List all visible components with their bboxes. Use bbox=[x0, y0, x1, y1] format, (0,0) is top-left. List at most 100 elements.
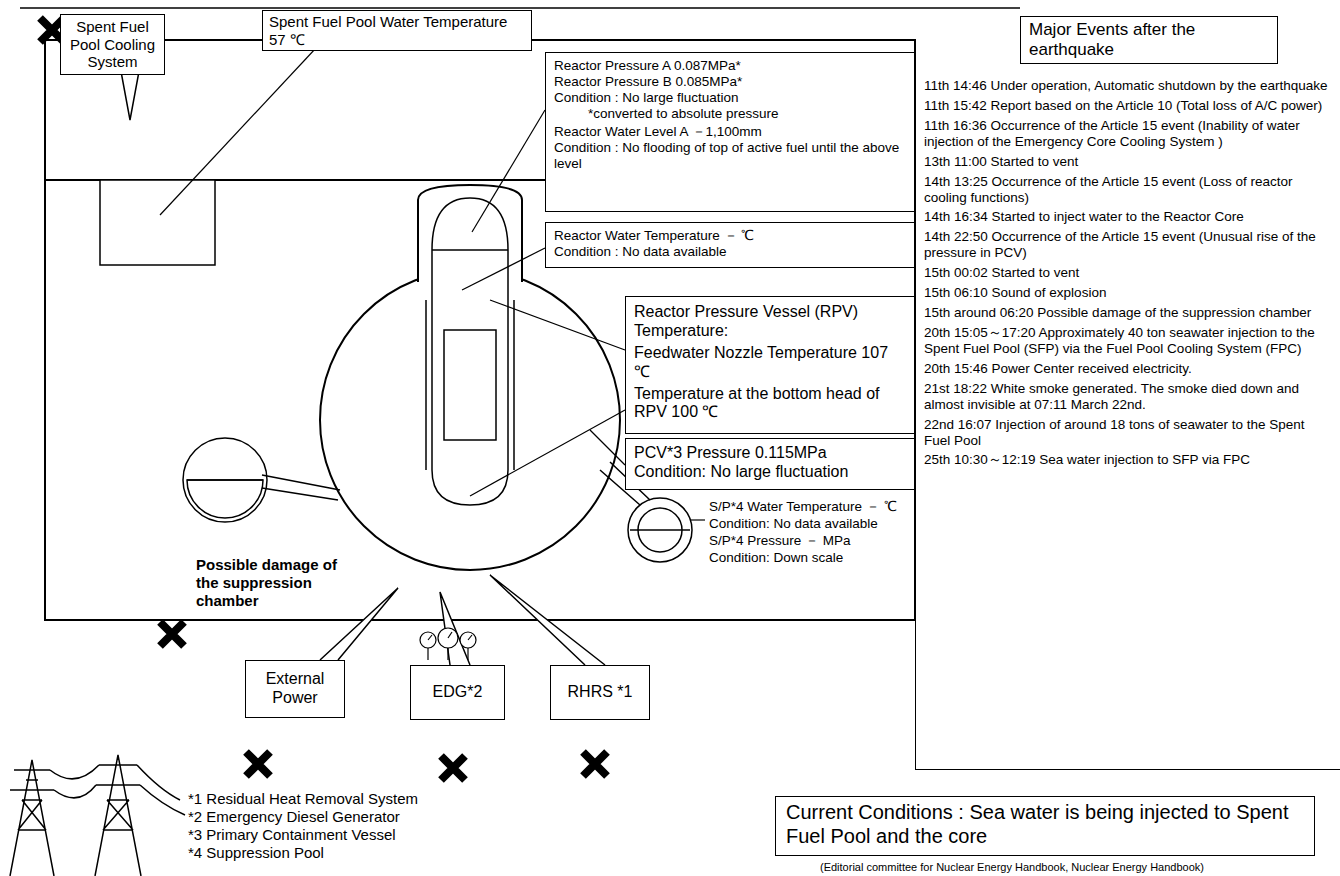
gauge-icon bbox=[468, 635, 472, 640]
box-text: 14th 13:25 Occurrence of the Article 15 … bbox=[924, 174, 1330, 206]
leader-line bbox=[590, 430, 625, 465]
callout-pointer bbox=[490, 575, 605, 665]
box-text: 25th 10:30～12:19 Sea water injection to … bbox=[924, 452, 1330, 468]
callout-pointer bbox=[120, 66, 605, 665]
box-text: 14th 22:50 Occurrence of the Article 15 … bbox=[924, 229, 1330, 261]
box-text: 15th around 06:20 Possible damage of the… bbox=[924, 305, 1330, 321]
box-text: Temperature at the bottom head of RPV 10… bbox=[634, 385, 906, 423]
failure-cross bbox=[583, 752, 607, 776]
box-text: 15th 06:10 Sound of explosion bbox=[924, 285, 1330, 301]
reactor-pressure-vessel bbox=[513, 300, 515, 470]
gauge-icon bbox=[460, 632, 476, 648]
suppression-chamber bbox=[630, 529, 690, 531]
suppression-chamber bbox=[628, 498, 692, 562]
callout-bubble: External Power bbox=[245, 660, 345, 718]
gauge-icon bbox=[447, 648, 448, 660]
box-text: Condition: Down scale bbox=[709, 550, 909, 566]
box-text: EDG*2 bbox=[417, 683, 498, 702]
box-text: Reactor Pressure A 0.087MPa* bbox=[554, 58, 906, 74]
event-list: 11th 14:46 Under operation, Automatic sh… bbox=[915, 58, 1340, 770]
box-text: Spent Fuel Pool Water Temperature 57 ℃ bbox=[269, 13, 525, 48]
gauge-icon bbox=[467, 648, 468, 660]
callout-bubble: RHRS *1 bbox=[550, 665, 650, 720]
gauge-icon bbox=[420, 632, 436, 648]
box-text: Reactor Pressure B 0.085MPa* bbox=[554, 74, 906, 90]
leader-line bbox=[472, 110, 545, 232]
box-text: Condition : No large fluctuation bbox=[554, 90, 906, 106]
citation: (Editorial committee for Nuclear Energy … bbox=[820, 861, 1320, 874]
box-text: Condition : No flooding of top of active… bbox=[554, 140, 906, 172]
transmission-tower bbox=[50, 765, 185, 815]
frame-line bbox=[20, 7, 1020, 9]
damage-note: Possible damage of the suppression chamb… bbox=[196, 556, 356, 610]
box-text: 13th 11:00 Started to vent bbox=[924, 154, 1330, 170]
box-text: Condition : No data available bbox=[554, 244, 906, 260]
failure-cross bbox=[246, 752, 270, 776]
box-text: 20th 15:46 Power Center received electri… bbox=[924, 361, 1330, 377]
box-text: Condition: No data available bbox=[709, 516, 909, 532]
suppression-chamber bbox=[183, 438, 267, 522]
box-text: S/P*4 Pressure － MPa bbox=[709, 533, 909, 549]
gauge-icon bbox=[420, 628, 476, 660]
footnote: *2 Emergency Diesel Generator bbox=[188, 808, 488, 826]
gauge-icon bbox=[427, 648, 428, 660]
box-text: Feedwater Nozzle Temperature 107 ℃ bbox=[634, 344, 906, 382]
box-text: 15th 00:02 Started to vent bbox=[924, 265, 1330, 281]
transmission-tower bbox=[10, 760, 54, 876]
suppression-chamber bbox=[638, 508, 682, 552]
box-text: 21st 18:22 White smoke generated. The sm… bbox=[924, 381, 1330, 413]
footnote: *4 Suppression Pool bbox=[188, 844, 488, 862]
value-box: S/P*4 Water Temperature － ℃Condition: No… bbox=[705, 496, 913, 606]
failure-cross bbox=[40, 18, 607, 780]
suppression-chamber bbox=[187, 479, 263, 481]
box-text: Reactor Water Temperature － ℃ bbox=[554, 228, 906, 244]
transmission-tower bbox=[95, 755, 141, 876]
box-text: 22nd 16:07 Injection of around 18 tons o… bbox=[924, 417, 1330, 449]
callout-bubble: Spent Fuel Pool Cooling System bbox=[60, 14, 165, 75]
box-text: 11th 14:46 Under operation, Automatic sh… bbox=[924, 78, 1330, 94]
suppression-chamber bbox=[183, 438, 692, 562]
spent-fuel-pool bbox=[100, 180, 215, 265]
value-box: PCV*3 Pressure 0.115MPaCondition: No lar… bbox=[625, 438, 915, 490]
reactor-pressure-vessel bbox=[426, 198, 514, 505]
transmission-tower bbox=[10, 755, 185, 876]
leader-line bbox=[470, 410, 625, 496]
box-text: Major Events after the earthquake bbox=[1029, 20, 1269, 60]
leader-line bbox=[690, 519, 705, 520]
panel-heading: Major Events after the earthquake bbox=[1020, 16, 1278, 64]
reactor-pressure-vessel bbox=[444, 330, 496, 440]
leader-line bbox=[160, 33, 330, 215]
reactor-pressure-vessel bbox=[432, 198, 508, 505]
failure-cross bbox=[160, 622, 184, 646]
callout-bubble: EDG*2 bbox=[410, 665, 505, 720]
callout-pointer bbox=[320, 588, 398, 660]
box-text: S/P*4 Water Temperature － ℃ bbox=[709, 499, 909, 515]
box-text: 11th 16:36 Occurrence of the Article 15 … bbox=[924, 118, 1330, 150]
reactor-pressure-vessel bbox=[425, 300, 427, 470]
box-text: Condition: No large fluctuation bbox=[634, 463, 906, 482]
box-text: *converted to absolute pressure bbox=[554, 106, 906, 122]
box-heading: Reactor Pressure Vessel (RPV) Temperatur… bbox=[634, 303, 906, 341]
reactor-building bbox=[45, 40, 915, 620]
leader-line bbox=[462, 248, 545, 290]
value-box: Reactor Pressure Vessel (RPV) Temperatur… bbox=[625, 296, 915, 434]
box-text: 20th 15:05～17:20 Approximately 40 ton se… bbox=[924, 325, 1330, 357]
box-text: 11th 15:42 Report based on the Article 1… bbox=[924, 98, 1330, 114]
suppression-chamber bbox=[262, 475, 340, 500]
reactor-building bbox=[45, 40, 915, 620]
gauge-icon bbox=[438, 628, 458, 648]
value-box: Reactor Pressure A 0.087MPa*Reactor Pres… bbox=[545, 52, 915, 212]
gauge-icon bbox=[428, 635, 432, 640]
box-text: Spent Fuel Pool Cooling System bbox=[66, 18, 159, 71]
footnote: *3 Primary Containment Vessel bbox=[188, 826, 488, 844]
leader-line bbox=[490, 300, 625, 350]
box-text: PCV*3 Pressure 0.115MPa bbox=[634, 444, 906, 463]
box-text: Current Conditions : Sea water is being … bbox=[786, 801, 1304, 848]
gauge-icon bbox=[448, 632, 452, 638]
reactor-pressure-vessel bbox=[432, 249, 508, 251]
suppression-chamber bbox=[187, 480, 263, 518]
status-box: Current Conditions : Sea water is being … bbox=[775, 796, 1315, 856]
footnote: *1 Residual Heat Removal System bbox=[188, 790, 488, 808]
value-box: Reactor Water Temperature － ℃Condition :… bbox=[545, 222, 915, 268]
frame-line bbox=[20, 7, 1020, 9]
